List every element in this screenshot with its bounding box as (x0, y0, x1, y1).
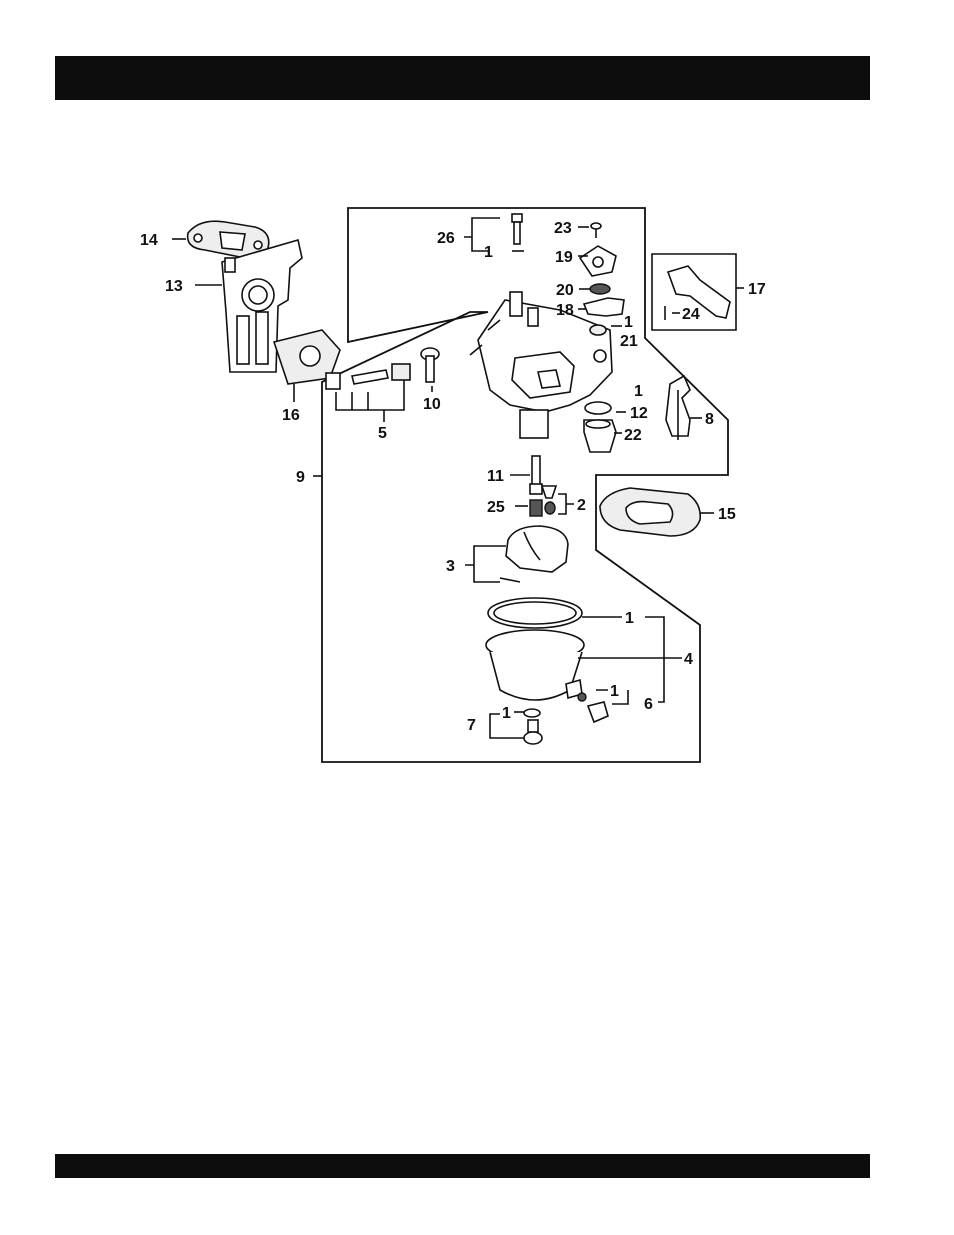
callout-3: 3 (446, 558, 455, 575)
callout-1-c: 1 (634, 383, 643, 400)
float-part-3 (500, 526, 568, 582)
seal-part-21 (590, 325, 606, 335)
callout-12: 12 (630, 405, 648, 422)
callout-15: 15 (718, 506, 736, 523)
callout-2: 2 (577, 497, 586, 514)
screw-part-6 (578, 693, 608, 722)
jet-part-22 (584, 420, 616, 452)
callout-1-d: 1 (625, 610, 634, 627)
needle-part-11 (530, 456, 542, 494)
callout-1-f: 1 (502, 705, 511, 722)
callout-1-a: 1 (484, 244, 493, 261)
callout-11: 11 (487, 468, 504, 485)
callout-8: 8 (705, 411, 714, 428)
pilot-screw-set-part-5 (326, 364, 410, 389)
bolt-part-7 (524, 709, 542, 744)
choke-valve-part-8 (666, 376, 690, 440)
valve-part-18 (584, 298, 624, 316)
cover-part-19 (580, 246, 616, 276)
callout-4: 4 (684, 651, 693, 668)
valve-part-2 (542, 486, 556, 514)
callout-17: 17 (748, 281, 766, 298)
float-bowl-part-4 (486, 598, 584, 700)
callout-10: 10 (423, 396, 441, 413)
callout-18: 18 (556, 302, 574, 319)
callout-6: 6 (644, 696, 653, 713)
screw-part-10 (421, 348, 439, 382)
callout-14: 14 (140, 232, 158, 249)
callout-1-e: 1 (610, 683, 619, 700)
screw-part-26 (512, 214, 524, 251)
callout-23: 23 (554, 220, 572, 237)
callout-16: 16 (282, 407, 300, 424)
spring-part-20 (590, 284, 610, 294)
callout-21: 21 (620, 333, 638, 350)
washer-part-12 (585, 402, 611, 414)
callout-22: 22 (624, 427, 642, 444)
callout-7: 7 (467, 717, 476, 734)
callout-9: 9 (296, 469, 305, 486)
callout-1-b: 1 (624, 314, 633, 331)
callout-26: 26 (437, 230, 455, 247)
screw-part-23 (591, 223, 601, 238)
callout-19: 19 (555, 249, 573, 266)
gasket-part-15 (600, 488, 700, 536)
callout-20: 20 (556, 282, 574, 299)
callout-5: 5 (378, 425, 387, 442)
callout-25: 25 (487, 499, 505, 516)
spring-part-25 (530, 500, 542, 516)
callout-13: 13 (165, 278, 183, 295)
callout-24: 24 (682, 306, 700, 323)
